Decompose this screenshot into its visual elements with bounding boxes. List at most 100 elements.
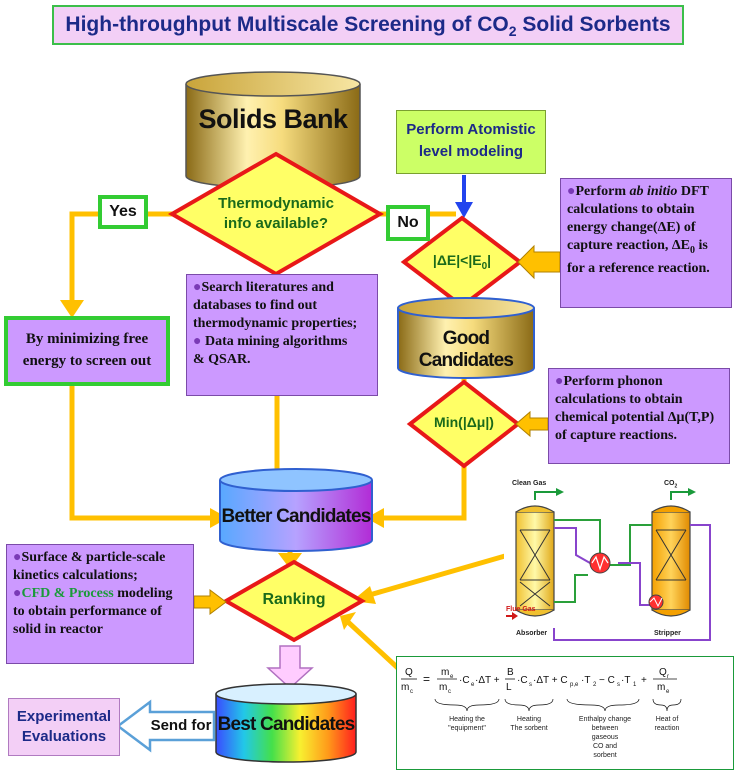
svg-text:2: 2 <box>593 682 597 688</box>
solids-bank-label: Solids Bank <box>198 104 348 134</box>
svg-text:c: c <box>410 689 413 695</box>
svg-text:p,e: p,e <box>570 682 579 688</box>
ranking-to-best-arrow <box>266 645 314 690</box>
svg-text:m: m <box>401 682 409 693</box>
phonon-line1: ●Perform phonon <box>555 374 663 389</box>
thermodynamic-question-line2: info available? <box>223 215 329 232</box>
svg-text:− C: − C <box>599 675 615 686</box>
kinetics-line2: kinetics calculations; <box>13 568 138 583</box>
min-mu-label: Min(|Δμ|) <box>434 414 494 430</box>
svg-text:m: m <box>439 682 447 693</box>
dft-line1: ●Perform ab initio DFT <box>567 184 709 199</box>
yes-arrow-head <box>60 300 84 318</box>
process-schematic <box>504 485 737 648</box>
process-to-ranking-line <box>365 553 506 599</box>
equation-term1-line2: "equipment" <box>448 725 486 732</box>
svg-text:c: c <box>448 689 451 695</box>
min-arrow-head <box>366 508 384 528</box>
good-candidates-label: Good Candidates <box>418 328 514 371</box>
flue-gas-label: Flue Gas <box>506 606 536 613</box>
svg-text:+: + <box>641 675 647 686</box>
kinetics-line3: ●CFD & Process modeling <box>13 586 173 601</box>
svg-text:=: = <box>423 672 430 686</box>
ranking-diamond <box>221 559 367 643</box>
yes-label: Yes <box>98 195 148 229</box>
atomistic-modeling-box: Perform Atomistic level modeling <box>396 110 546 174</box>
svg-text:1: 1 <box>633 682 637 688</box>
search-line2: databases to find out <box>193 298 318 313</box>
title-tail: Solid Sorbents <box>516 13 671 36</box>
minimize-line1: By minimizing free <box>25 331 149 347</box>
deltaE-tail: | <box>487 252 492 268</box>
svg-text:s: s <box>529 682 532 688</box>
dft-line4: capture reaction, ΔE0 is <box>567 237 725 260</box>
svg-text:·ΔT +: ·ΔT + <box>475 675 500 686</box>
co2-sub: 2 <box>674 483 678 490</box>
dft-line4-tail: is <box>694 238 708 253</box>
equation-term3-line2: between <box>592 725 619 732</box>
best-candidates-cylinder <box>215 683 357 763</box>
equation-term3-line4: CO and <box>593 743 617 750</box>
search-line4: ● Data mining algorithms <box>193 334 348 349</box>
equation-term2-line2: The sorbent <box>510 725 547 732</box>
page-title: High-throughput Multiscale Screening of … <box>52 5 684 45</box>
search-literature-box: ●Search literatures and databases to fin… <box>186 274 378 396</box>
kinetics-calculation-box: ●Surface & particle-scale kinetics calcu… <box>6 544 194 664</box>
phonon-calculation-box: ●Perform phonon calculations to obtain c… <box>548 368 730 464</box>
experimental-line2: Evaluations <box>21 728 107 745</box>
svg-text:e: e <box>471 682 475 688</box>
phonon-line2: calculations to obtain <box>555 392 683 407</box>
thermodynamic-question-line1: Thermodynamic <box>218 195 334 212</box>
svg-text:m: m <box>657 682 665 693</box>
svg-text:e: e <box>450 674 454 680</box>
search-line4-text: Data mining algorithms <box>204 334 348 349</box>
phonon-line1-text: Perform phonon <box>563 374 663 389</box>
equation-term1-line1: Heating the <box>449 716 485 723</box>
svg-text:·T: ·T <box>581 675 590 686</box>
equation-term4-line2: reaction <box>655 725 680 732</box>
kinetics-line1: ●Surface & particle-scale <box>13 550 166 565</box>
title-text: High-throughput Multiscale Screening of … <box>65 13 509 36</box>
atomistic-line1: Perform Atomistic <box>406 121 536 138</box>
phonon-line4: of capture reactions. <box>555 428 677 443</box>
no-label: No <box>386 205 430 241</box>
best-candidates-label: Best Candidates <box>217 714 356 735</box>
stripper-label: Stripper <box>654 630 681 637</box>
search-line3: thermodynamic properties; <box>193 316 358 331</box>
minimize-to-better-line <box>69 386 215 521</box>
atomistic-arrow-head <box>455 202 473 218</box>
dft-line1-b: ab initio <box>629 184 678 199</box>
kinetics-line3-b: modeling <box>113 586 173 601</box>
dft-line4-a: capture reaction, ΔE <box>567 238 690 253</box>
absorber-column <box>515 511 555 611</box>
better-candidates-label: Better Candidates <box>221 506 372 527</box>
equation-term3-line3: gaseous <box>592 734 619 741</box>
title-subscript: 2 <box>508 23 517 40</box>
minimize-free-energy-box: By minimizing free energy to screen out <box>4 316 170 386</box>
dft-line2: calculations to obtain <box>567 202 695 217</box>
svg-text:Q: Q <box>659 667 667 678</box>
dft-calculation-box: ●Perform ab initio DFT calculations to o… <box>560 178 732 308</box>
equation-term4-line1: Heat of <box>656 716 679 723</box>
kinetics-line3-a: CFD & Process <box>21 586 114 601</box>
experimental-evaluations-box: Experimental Evaluations <box>8 698 120 756</box>
deltaE-text: |ΔE|<|E <box>432 252 482 268</box>
svg-text:m: m <box>441 667 449 678</box>
search-line1-text: Search literatures and <box>201 280 334 295</box>
svg-text:·ΔT + C: ·ΔT + C <box>533 675 568 686</box>
svg-text:·T: ·T <box>621 675 630 686</box>
svg-text:·C: ·C <box>459 675 470 686</box>
equation-to-ranking-line <box>346 620 402 672</box>
thermodynamic-question: Thermodynamic info available? <box>196 194 356 234</box>
co2-label: CO2 <box>664 480 677 489</box>
search-line1: ●Search literatures and <box>193 280 334 295</box>
kinetics-line4: to obtain performance of <box>13 604 162 619</box>
min-mu-diamond <box>406 379 522 469</box>
minimize-line2: energy to screen out <box>22 353 152 369</box>
equation-term2-line1: Heating <box>517 716 541 723</box>
solids-bank-cylinder <box>185 71 361 189</box>
search-line5: & QSAR. <box>193 352 251 367</box>
deltaE-condition: |ΔE|<|E0| <box>414 252 510 272</box>
